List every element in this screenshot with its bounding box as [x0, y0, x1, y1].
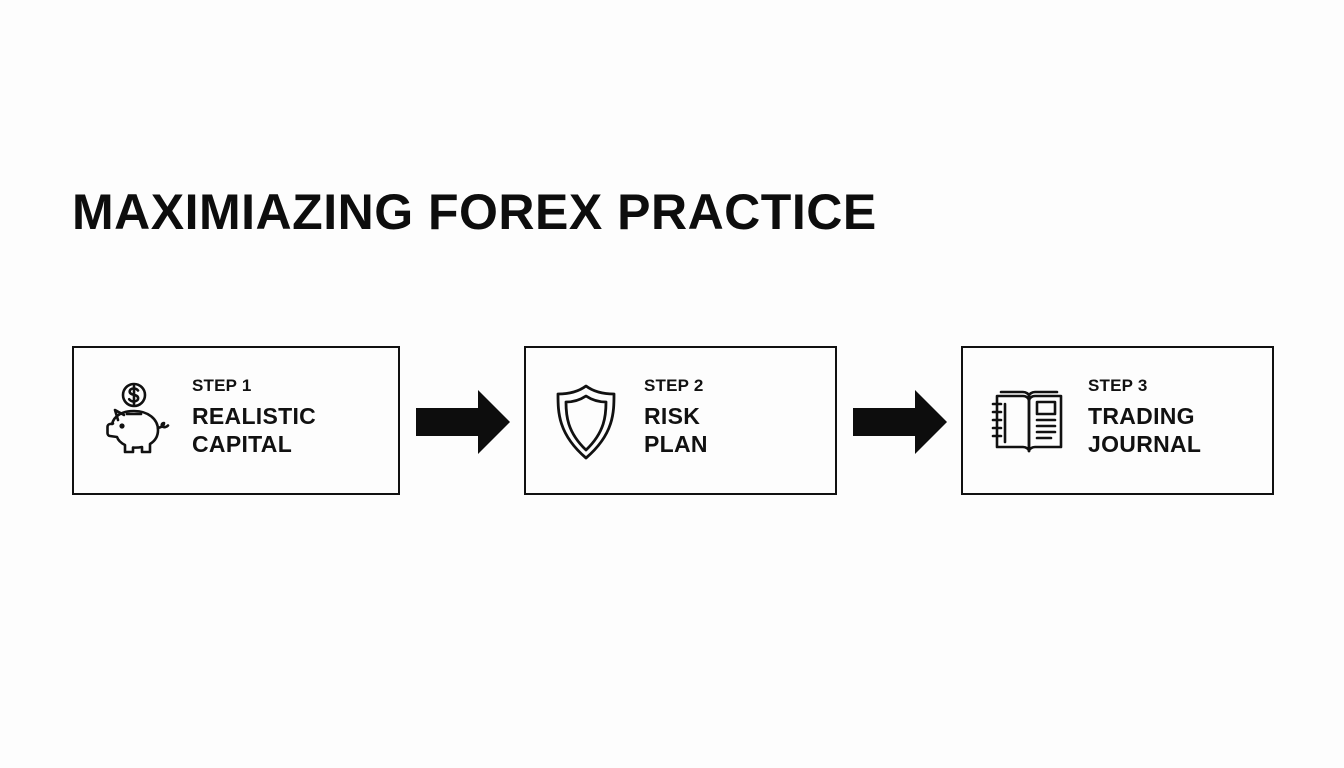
- right-arrow-icon: [416, 390, 510, 454]
- step-3-label-line-2: JOURNAL: [1088, 431, 1202, 457]
- step-2-label-line-1: RISK: [644, 403, 701, 429]
- right-arrow-icon: [853, 390, 947, 454]
- step-3-label-line-1: TRADING: [1088, 403, 1195, 429]
- step-2-label-line-2: PLAN: [644, 431, 708, 457]
- journal-book-icon: [991, 390, 1063, 453]
- step-1-label-line-1: REALISTIC: [192, 403, 317, 429]
- step-2-box: STEP 2 RISK PLAN: [524, 346, 837, 495]
- step-2-text: STEP 2 RISK PLAN: [644, 376, 708, 458]
- piggy-bank-dollar-icon: [106, 382, 170, 454]
- step-3-number: STEP 3: [1088, 376, 1148, 395]
- step-1-number: STEP 1: [192, 376, 252, 395]
- step-1-text: STEP 1 REALISTIC CAPITAL: [192, 376, 316, 458]
- step-2-number: STEP 2: [644, 376, 704, 395]
- step-1-box: STEP 1 REALISTIC CAPITAL: [72, 346, 400, 495]
- step-1-label-line-2: CAPITAL: [192, 431, 293, 457]
- step-3-text: STEP 3 TRADING JOURNAL: [1088, 376, 1201, 458]
- step-3-box: STEP 3 TRADING JOURNAL: [961, 346, 1274, 495]
- shield-icon: [556, 384, 616, 460]
- page-title: MAXIMIAZING FOREX PRACTICE: [72, 184, 877, 240]
